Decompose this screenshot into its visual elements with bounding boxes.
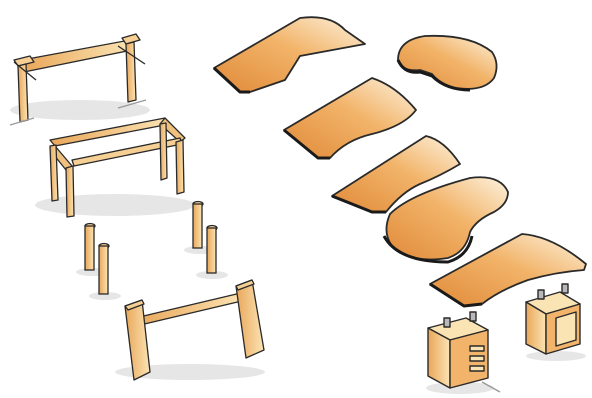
frame-shadow [35, 194, 195, 216]
drawer [470, 366, 484, 371]
frame-shadow [10, 100, 150, 120]
round-return-top [398, 36, 497, 90]
column-legs [76, 202, 228, 301]
column-leg [207, 226, 217, 274]
column-leg [193, 202, 203, 249]
desk-top-1 [214, 17, 365, 92]
desk-top-2 [284, 78, 416, 158]
t-leg-frame [10, 34, 150, 125]
pedestal-drawers [426, 312, 500, 394]
four-leg-frame [35, 118, 195, 217]
column-leg [99, 244, 109, 295]
column-leg [85, 224, 95, 271]
pedestal-cabinet [526, 284, 586, 361]
panel-leg-frame [115, 280, 265, 380]
drawer [470, 346, 484, 351]
drawer [470, 356, 484, 361]
